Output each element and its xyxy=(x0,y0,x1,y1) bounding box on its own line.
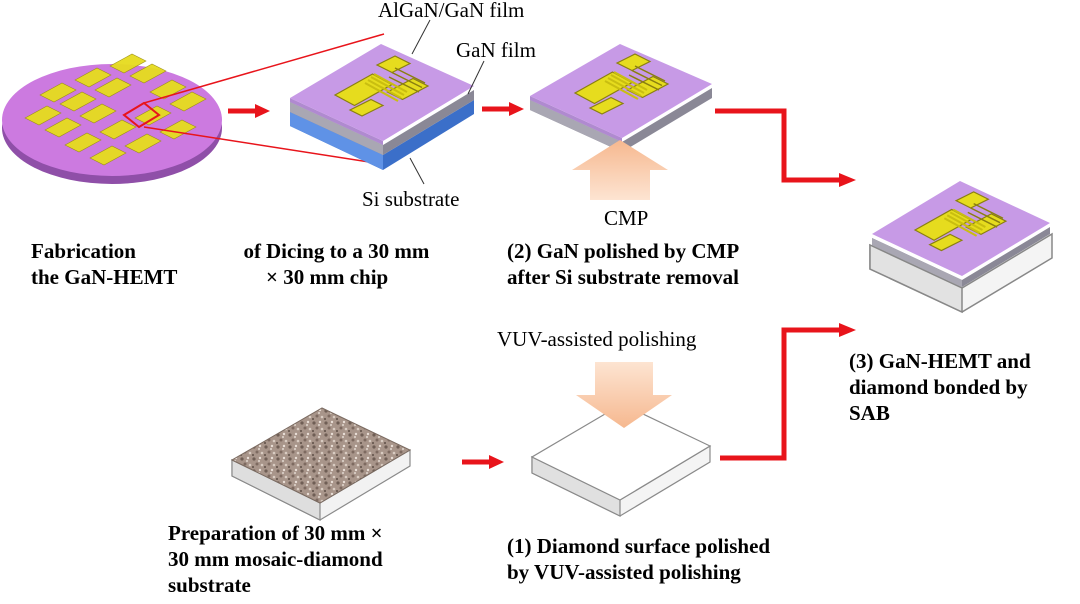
vuv-process-arrow xyxy=(576,362,672,428)
cmp-process-arrow xyxy=(572,140,668,200)
label-cmp: CMP xyxy=(604,206,649,230)
caption-step2-line1: (2) GaN polished by CMP xyxy=(507,239,740,263)
caption-dicing-line1: Dicing to a 30 mm xyxy=(266,239,430,263)
flow-arrows xyxy=(228,102,856,469)
caption-step2-line2: after Si substrate removal xyxy=(507,265,739,289)
caption-prep-line3: substrate xyxy=(168,573,251,597)
caption-step3-line1: (3) GaN-HEMT and xyxy=(849,349,1031,373)
caption-step3-line2: diamond bonded by xyxy=(849,375,1028,399)
chip-after-si-removal xyxy=(530,44,712,152)
label-vuv-assisted-polishing: VUV-assisted polishing xyxy=(497,327,697,351)
label-algan-gan-film: AlGaN/GaN film xyxy=(378,0,525,22)
caption-fabrication-line1: Fabrication of xyxy=(31,238,261,264)
zoom-line-bottom xyxy=(143,126,383,165)
caption-prep-line1: Preparation of 30 mm × xyxy=(168,521,383,545)
gan-leader-line xyxy=(467,60,485,95)
algan-leader-line xyxy=(411,19,431,55)
label-gan-film: GaN film xyxy=(456,38,536,62)
caption-prep-line2: 30 mm mosaic-diamond xyxy=(168,547,383,571)
label-si-substrate: Si substrate xyxy=(362,187,460,211)
caption-fabrication-word2: of xyxy=(243,239,262,263)
caption-dicing-line2: × 30 mm chip xyxy=(266,265,389,289)
mosaic-diamond-substrate xyxy=(230,407,412,521)
chip-on-si-substrate xyxy=(290,44,474,170)
bonded-hemt-on-diamond xyxy=(869,181,1053,314)
zoom-line-top xyxy=(143,33,385,104)
si-leader-line xyxy=(409,157,425,185)
caption-step1-line1: (1) Diamond surface polished xyxy=(507,534,771,558)
caption-step1-line2: by VUV-assisted polishing xyxy=(507,560,741,584)
gan-hemt-wafer xyxy=(2,53,222,184)
caption-step3-line3: SAB xyxy=(849,401,890,425)
polished-diamond-substrate xyxy=(530,403,712,517)
caption-fabrication-line2: the GaN-HEMT xyxy=(31,265,178,289)
caption-fabrication-word1: Fabrication xyxy=(31,239,136,263)
